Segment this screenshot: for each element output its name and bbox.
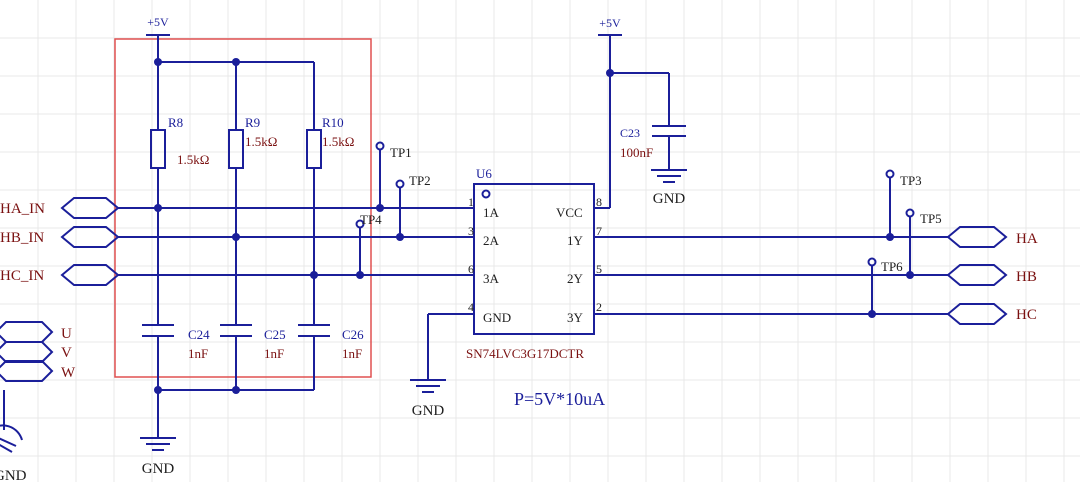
port-label: W	[61, 365, 76, 381]
testpoint-tp1[interactable]: TP1	[375, 141, 412, 209]
junction	[310, 271, 318, 279]
testpoint-label: TP5	[920, 211, 942, 226]
testpoint-label: TP3	[900, 173, 922, 188]
capacitor-c24[interactable]: C24 1nF	[142, 324, 210, 390]
gnd-label-c23: GND	[653, 191, 686, 207]
testpoint-label: TP4	[360, 212, 382, 227]
testpoint-tp3[interactable]: TP3	[885, 169, 922, 238]
pin-num: 5	[596, 262, 602, 276]
port-hc-in[interactable]: HC_IN	[0, 264, 120, 286]
port-hb[interactable]: HB	[946, 264, 1037, 286]
vcc-symbol-left[interactable]: +5V	[146, 15, 170, 62]
pin-name: 1A	[483, 205, 500, 220]
ic-ref: U6	[476, 166, 492, 181]
pin-num: 8	[596, 195, 602, 209]
port-hc[interactable]: HC	[946, 303, 1037, 325]
pin-name: 3A	[483, 271, 500, 286]
gnd-label-partial: GND	[0, 468, 27, 482]
testpoint-tp4[interactable]: TP4	[355, 212, 383, 275]
capacitor-ref: C25	[264, 327, 286, 342]
ic-u6[interactable]: U6 SN74LVC3G17DCTR 1 1A 3 2A 6 3A 4 GND …	[466, 166, 602, 361]
port-label: HA	[1016, 231, 1038, 247]
testpoint-tp5[interactable]: TP5	[905, 208, 942, 276]
port-label: HC	[1016, 307, 1037, 323]
pin-name: GND	[483, 310, 511, 325]
pin-name: 1Y	[567, 233, 584, 248]
testpoint-label: TP6	[881, 259, 903, 274]
testpoint-tp2[interactable]: TP2	[395, 173, 431, 237]
capacitor-ref: C23	[620, 126, 640, 140]
vcc-symbol-right[interactable]: +5V	[594, 16, 622, 209]
port-v[interactable]: V	[0, 341, 72, 363]
gnd-symbol-ic[interactable]: GND	[410, 313, 474, 419]
capacitor-c23[interactable]: C23 100nF GND	[610, 72, 687, 207]
power-note: P=5V*10uA	[514, 389, 605, 409]
resistor-ref: R8	[168, 115, 183, 130]
resistor-r10[interactable]: R10 1.5kΩ	[306, 62, 354, 325]
port-label: HC_IN	[0, 268, 44, 284]
gnd-symbol-partial[interactable]: GND	[0, 390, 27, 482]
port-ha-in[interactable]: HA_IN	[0, 197, 120, 219]
pin-name: 3Y	[567, 310, 584, 325]
testpoint-tp6[interactable]: TP6	[867, 257, 904, 315]
capacitor-value: 1nF	[264, 346, 284, 361]
vcc-label-left: +5V	[147, 15, 169, 29]
pin-num: 4	[468, 300, 474, 314]
capacitor-ref: C26	[342, 327, 364, 342]
capacitor-value: 1nF	[188, 346, 208, 361]
pin-name: 2Y	[567, 271, 584, 286]
capacitor-c26[interactable]: C26 1nF	[298, 324, 364, 390]
testpoint-label: TP1	[390, 145, 412, 160]
capacitor-ref: C24	[188, 327, 210, 342]
vcc-label-right: +5V	[599, 16, 621, 30]
pin-name: VCC	[556, 205, 583, 220]
resistor-value: 1.5kΩ	[322, 134, 354, 149]
port-label: V	[61, 345, 72, 361]
gnd-label-ic: GND	[412, 403, 445, 419]
pin-num: 6	[468, 262, 474, 276]
pin-num: 2	[596, 300, 602, 314]
port-label: HB_IN	[0, 230, 44, 246]
port-w[interactable]: W	[0, 360, 76, 382]
junction	[232, 386, 240, 394]
pin-num: 1	[468, 195, 474, 209]
gnd-label-left: GND	[142, 461, 175, 477]
capacitor-c25[interactable]: C25 1nF	[220, 324, 286, 390]
resistor-value: 1.5kΩ	[245, 134, 277, 149]
pin-num: 7	[596, 224, 602, 238]
port-hb-in[interactable]: HB_IN	[0, 226, 120, 248]
capacitor-value: 100nF	[620, 145, 653, 160]
resistor-r8[interactable]: R8 1.5kΩ	[150, 62, 209, 325]
testpoint-label: TP2	[409, 173, 431, 188]
port-label: HB	[1016, 269, 1037, 285]
junction	[154, 204, 162, 212]
capacitor-value: 1nF	[342, 346, 362, 361]
resistor-value: 1.5kΩ	[177, 152, 209, 167]
port-u[interactable]: U	[0, 321, 72, 343]
ic-part: SN74LVC3G17DCTR	[466, 346, 584, 361]
junction	[232, 233, 240, 241]
port-ha[interactable]: HA	[946, 226, 1038, 248]
gnd-symbol-left[interactable]: GND	[140, 390, 176, 477]
pin-num: 3	[468, 224, 474, 238]
resistor-ref: R10	[322, 115, 344, 130]
resistor-r9[interactable]: R9 1.5kΩ	[228, 62, 277, 325]
port-label: U	[61, 326, 72, 342]
port-label: HA_IN	[0, 201, 45, 217]
pin-name: 2A	[483, 233, 500, 248]
resistor-ref: R9	[245, 115, 260, 130]
